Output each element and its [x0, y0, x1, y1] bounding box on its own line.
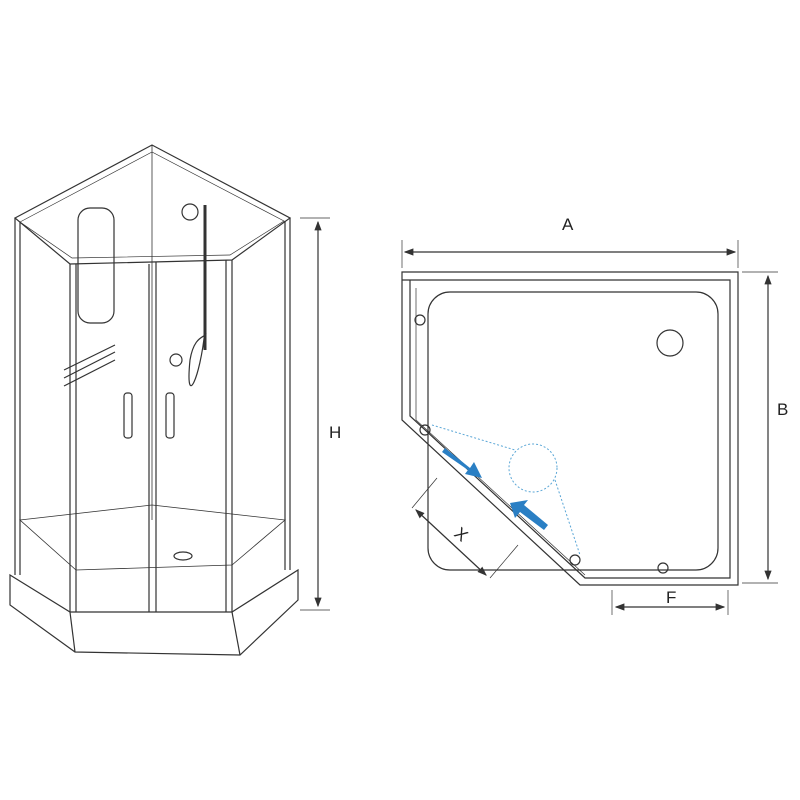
depth-label: B	[777, 400, 789, 419]
width-label: A	[562, 215, 574, 234]
entrance-dimension-line	[415, 509, 487, 576]
roller-detail	[431, 424, 581, 556]
plan-view	[401, 240, 778, 615]
height-label: H	[329, 423, 342, 442]
sliding-direction-arrows	[442, 448, 548, 530]
perspective-view	[9, 144, 330, 656]
side-label: F	[666, 588, 677, 607]
